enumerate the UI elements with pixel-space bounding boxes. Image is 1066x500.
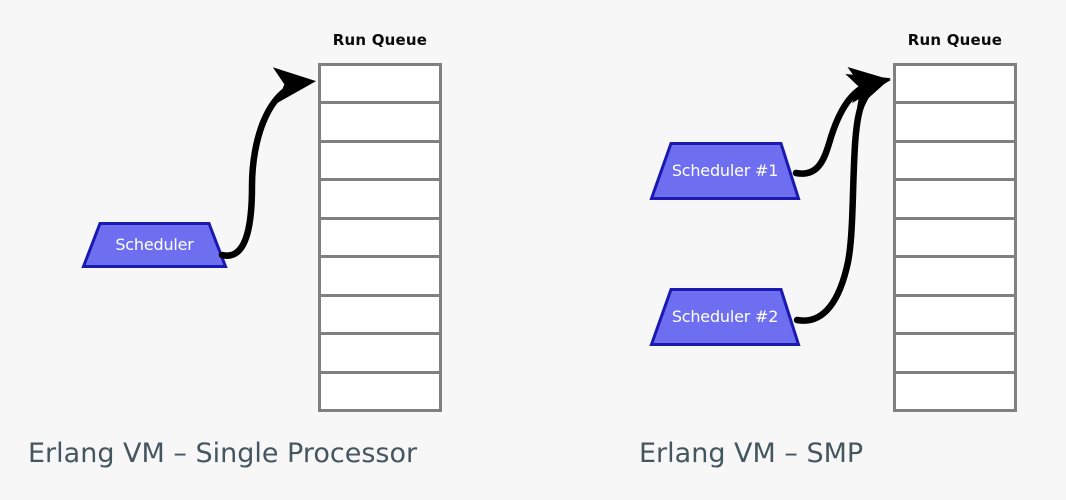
run-queue-cell	[318, 370, 442, 412]
run-queue-label-right: Run Queue	[907, 31, 1003, 49]
run-queue-cell	[893, 293, 1017, 336]
trapezoid-icon	[81, 222, 228, 268]
panel-single-processor: Run Queue Scheduler Erlang VM – Single P…	[28, 31, 442, 469]
run-queue-cell	[893, 216, 1017, 259]
run-queue-left	[318, 63, 442, 412]
scheduler-shape-2[interactable]: Scheduler #2	[649, 288, 801, 346]
run-queue-cell	[318, 293, 442, 336]
trapezoid-icon	[649, 288, 801, 346]
scheduler-label-single: Scheduler	[115, 235, 194, 254]
run-queue-cell	[318, 178, 442, 220]
run-queue-cell	[893, 101, 1017, 143]
run-queue-cell	[893, 370, 1017, 412]
run-queue-cell	[318, 63, 442, 105]
run-queue-cell	[893, 178, 1017, 220]
run-queue-cell	[893, 255, 1017, 297]
run-queue-cell	[318, 101, 442, 143]
run-queue-cell	[893, 139, 1017, 182]
caption-smp: Erlang VM – SMP	[639, 438, 864, 469]
run-queue-right	[893, 63, 1017, 412]
panel-smp: Run Queue Scheduler #1 Scheduler #2 Erla…	[533, 0, 1066, 500]
run-queue-cell	[318, 255, 442, 297]
scheduler-label-2: Scheduler #2	[671, 307, 779, 326]
run-queue-cell	[893, 63, 1017, 105]
run-queue-cell	[318, 332, 442, 374]
caption-single-processor: Erlang VM – Single Processor	[28, 438, 418, 469]
run-queue-cell	[318, 139, 442, 182]
run-queue-cell	[318, 216, 442, 259]
run-queue-cell	[893, 332, 1017, 374]
scheduler-shape-1[interactable]: Scheduler #1	[649, 142, 801, 200]
scheduler-shape-single[interactable]: Scheduler	[81, 222, 228, 268]
scheduler-label-1: Scheduler #1	[671, 161, 779, 180]
run-queue-label-left: Run Queue	[332, 31, 428, 49]
